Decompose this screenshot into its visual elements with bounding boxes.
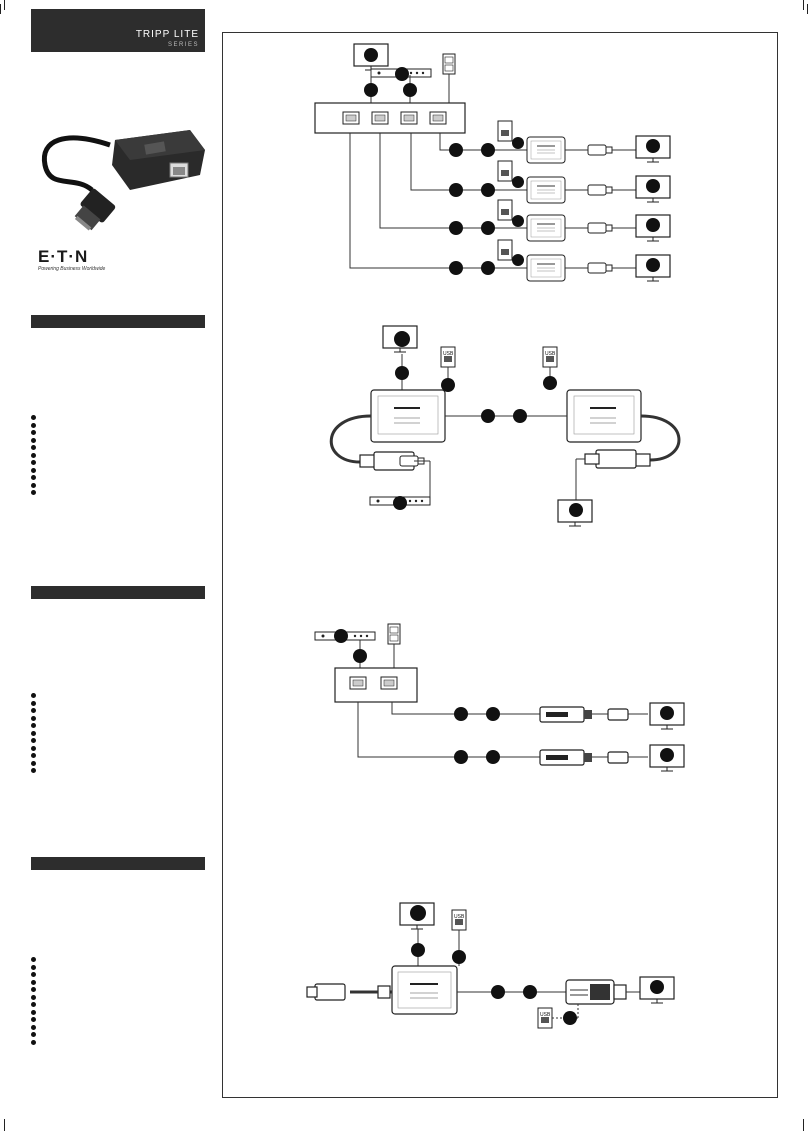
product-image (41, 130, 205, 231)
crop-mark (0, 4, 1, 14)
eaton-logo: E·T·N (38, 247, 89, 266)
crop-mark (803, 1119, 804, 1131)
bullet-list (31, 415, 39, 498)
section-header-bar (31, 857, 205, 870)
section-header-bar (31, 315, 205, 328)
section-header-bar (31, 586, 205, 599)
bullet-list (31, 693, 39, 776)
brand-banner: TRIPP LITE SERIES (31, 9, 205, 52)
brand-name: TRIPP LITE (135, 29, 199, 40)
bullet-list (31, 957, 39, 1047)
diagram-switch-multi (314, 43, 671, 282)
brand-series: SERIES (167, 42, 199, 48)
crop-mark (803, 0, 804, 10)
crop-mark (4, 1119, 5, 1131)
crop-mark (4, 0, 5, 10)
diagram-point-to-point: USB USB (329, 325, 681, 527)
diagram-frame (222, 32, 778, 1098)
usb-label: USB (454, 914, 465, 920)
diagram-usb-hdmi: USB USB (306, 902, 675, 1029)
usb-label: USB (545, 351, 556, 357)
diagram-dual-output (314, 623, 685, 772)
usb-label: USB (443, 351, 454, 357)
eaton-tagline: Powering Business Worldwide (38, 266, 106, 272)
usb-label: USB (540, 1012, 551, 1018)
